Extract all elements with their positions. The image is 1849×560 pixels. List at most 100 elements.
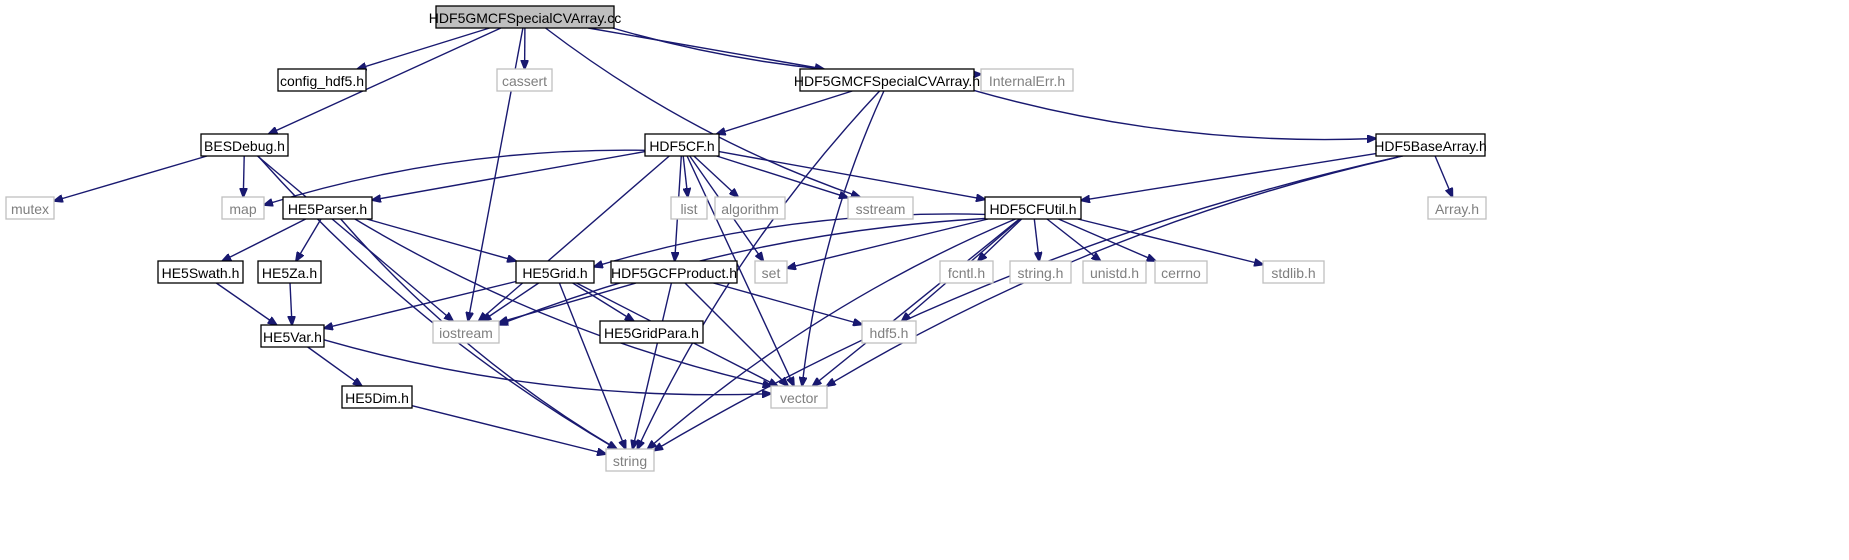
include-edge-besdebug-to-map xyxy=(243,155,244,197)
node-he5dim[interactable]: HE5Dim.h xyxy=(341,385,413,409)
node-label: hdf5.h xyxy=(870,325,909,341)
node-box xyxy=(599,320,704,344)
include-edge-cfutil-to-stdlib xyxy=(1077,218,1263,265)
node-root[interactable]: HDF5GMCFSpecialCVArray.cc xyxy=(429,5,621,29)
node-box xyxy=(1154,260,1208,284)
include-edge-cfutil-to-fcntl xyxy=(978,218,1023,261)
node-vector: vector xyxy=(770,385,828,409)
include-edge-hdf5cf-to-map xyxy=(264,149,646,205)
include-edge-root-to-internalerr xyxy=(612,27,981,75)
node-label: algorithm xyxy=(721,201,779,217)
node-label: InternalErr.h xyxy=(989,73,1065,89)
node-box xyxy=(799,68,975,92)
node-label: vector xyxy=(780,390,818,406)
node-box xyxy=(432,320,500,344)
node-cassert: cassert xyxy=(496,68,553,92)
node-label: string xyxy=(613,453,647,469)
node-box xyxy=(1009,260,1072,284)
node-box xyxy=(610,260,738,284)
include-edge-he5parser-to-he5grid xyxy=(366,218,516,261)
node-he5grid[interactable]: HE5Grid.h xyxy=(515,260,595,284)
include-edge-he5grid-to-gridpara xyxy=(572,282,634,321)
node-label: config_hdf5.h xyxy=(280,73,364,89)
node-box xyxy=(257,260,322,284)
node-label: unistd.h xyxy=(1090,265,1139,281)
node-he5swath[interactable]: HE5Swath.h xyxy=(157,260,244,284)
node-box xyxy=(1375,133,1486,157)
node-label: HE5Dim.h xyxy=(345,390,409,406)
node-label: HE5Swath.h xyxy=(162,265,240,281)
node-specialh[interactable]: HDF5GMCFSpecialCVArray.h xyxy=(794,68,980,92)
node-hdf5h: hdf5.h xyxy=(861,320,917,344)
node-label: HE5Parser.h xyxy=(288,201,367,217)
include-edge-basearray-to-cfutil xyxy=(1081,152,1377,201)
node-box xyxy=(515,260,595,284)
node-besdebug[interactable]: BESDebug.h xyxy=(200,133,289,157)
node-label: set xyxy=(762,265,781,281)
node-label: stdlib.h xyxy=(1271,265,1315,281)
node-cerrno: cerrno xyxy=(1154,260,1208,284)
include-edge-hdf5cf-to-he5parser xyxy=(372,150,646,201)
node-label: HDF5GCFProduct.h xyxy=(611,265,737,281)
include-edge-hdf5cf-to-cfutil xyxy=(718,150,985,200)
node-cfutil[interactable]: HDF5CFUtil.h xyxy=(984,196,1082,220)
node-label: iostream xyxy=(439,325,493,341)
node-box xyxy=(980,68,1074,92)
node-box xyxy=(221,196,265,220)
include-edge-he5grid-to-he5var xyxy=(324,280,517,329)
node-he5var[interactable]: HE5Var.h xyxy=(260,324,325,348)
include-edge-he5parser-to-he5za xyxy=(296,218,322,261)
include-edge-cfutil-to-stringh xyxy=(1033,218,1039,261)
include-edge-gcfproduct-to-string xyxy=(633,282,673,449)
node-box xyxy=(496,68,553,92)
node-algorithm: algorithm xyxy=(714,196,786,220)
include-edge-he5grid-to-iostream xyxy=(482,282,540,321)
node-label: HE5Za.h xyxy=(262,265,317,281)
node-label: cerrno xyxy=(1161,265,1201,281)
node-box xyxy=(1082,260,1147,284)
node-label: Array.h xyxy=(1435,201,1479,217)
node-box xyxy=(157,260,244,284)
node-hdf5cf[interactable]: HDF5CF.h xyxy=(644,133,720,157)
include-edge-besdebug-to-mutex xyxy=(54,155,208,201)
node-label: HE5GridPara.h xyxy=(604,325,699,341)
node-box xyxy=(861,320,917,344)
node-label: HDF5GMCFSpecialCVArray.h xyxy=(794,73,980,89)
include-edge-he5dim-to-string xyxy=(411,405,606,454)
node-label: HE5Grid.h xyxy=(522,265,587,281)
node-he5za[interactable]: HE5Za.h xyxy=(257,260,322,284)
include-edge-root-to-sstream xyxy=(545,27,861,197)
node-stdlib: stdlib.h xyxy=(1262,260,1325,284)
node-box xyxy=(277,68,367,92)
include-edge-hdf5cf-to-list xyxy=(682,155,688,197)
node-unistd: unistd.h xyxy=(1082,260,1147,284)
node-config[interactable]: config_hdf5.h xyxy=(277,68,367,92)
node-arrayh: Array.h xyxy=(1427,196,1487,220)
include-edge-he5parser-to-string xyxy=(340,218,617,449)
node-box xyxy=(605,448,655,472)
node-box xyxy=(1427,196,1487,220)
include-edge-gcfproduct-to-vector xyxy=(684,282,788,386)
include-edge-cfutil-to-cerrno xyxy=(1058,218,1155,261)
node-he5parser[interactable]: HE5Parser.h xyxy=(282,196,373,220)
node-fcntl: fcntl.h xyxy=(939,260,994,284)
node-box xyxy=(1262,260,1325,284)
node-map: map xyxy=(221,196,265,220)
node-basearray[interactable]: HDF5BaseArray.h xyxy=(1374,133,1487,157)
node-box xyxy=(939,260,994,284)
include-edge-basearray-to-arrayh xyxy=(1434,155,1452,197)
node-gridpara[interactable]: HE5GridPara.h xyxy=(599,320,704,344)
include-edge-he5za-to-he5var xyxy=(290,282,292,325)
node-label: string.h xyxy=(1018,265,1064,281)
node-stringh: string.h xyxy=(1009,260,1072,284)
node-label: HDF5CFUtil.h xyxy=(989,201,1076,217)
node-box xyxy=(282,196,373,220)
node-gcfproduct[interactable]: HDF5GCFProduct.h xyxy=(610,260,738,284)
include-edge-hdf5cf-to-algorithm xyxy=(693,155,738,197)
node-string: string xyxy=(605,448,655,472)
node-label: HDF5CF.h xyxy=(649,138,714,154)
node-label: map xyxy=(229,201,256,217)
node-box xyxy=(341,385,413,409)
include-edge-gcfproduct-to-hdf5h xyxy=(713,282,862,325)
edge-layer xyxy=(54,27,1452,454)
